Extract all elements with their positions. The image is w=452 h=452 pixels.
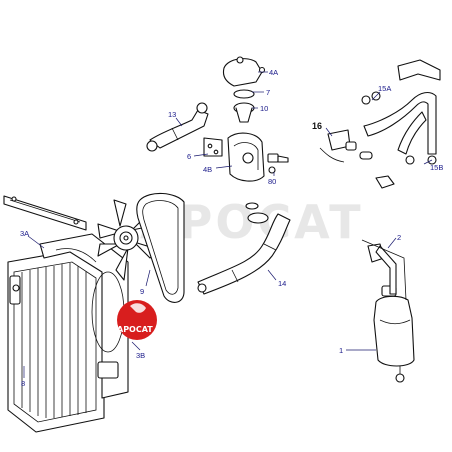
callout-1: 1 xyxy=(339,346,343,355)
leader-lines xyxy=(23,71,433,378)
drive-belt xyxy=(136,192,185,303)
heater-pipe-group xyxy=(319,129,395,189)
lower-radiator-hose xyxy=(197,202,291,295)
bypass-hoses xyxy=(361,59,441,165)
radiator xyxy=(7,249,105,433)
callout-15b: 15B xyxy=(430,163,443,172)
callout-13: 13 xyxy=(168,110,176,119)
coolant-reservoir xyxy=(361,239,415,383)
callout-15a: 15A xyxy=(378,84,391,93)
water-outlet-housing xyxy=(222,56,266,123)
water-pump-housing xyxy=(203,132,265,182)
callout-6: 6 xyxy=(187,152,191,161)
callout-80: 80 xyxy=(268,177,276,186)
callout-9: 9 xyxy=(140,287,144,296)
callout-7: 7 xyxy=(266,88,270,97)
callout-4a: 4A xyxy=(269,68,278,77)
logo-text: APOCAT xyxy=(117,325,153,334)
mounting-bar xyxy=(3,195,87,231)
callout-4b: 4B xyxy=(203,165,212,174)
callout-8: 8 xyxy=(21,379,25,388)
callout-2: 2 xyxy=(397,233,401,242)
upper-radiator-hose xyxy=(146,102,209,152)
callout-3b: 3B xyxy=(136,351,145,360)
callout-3a: 3A xyxy=(20,229,29,238)
apocat-logo: APOCAT xyxy=(117,300,157,340)
temperature-sensor xyxy=(267,153,289,174)
callout-10: 10 xyxy=(260,104,268,113)
callout-14: 14 xyxy=(278,279,286,288)
callout-16: 16 xyxy=(312,121,322,131)
